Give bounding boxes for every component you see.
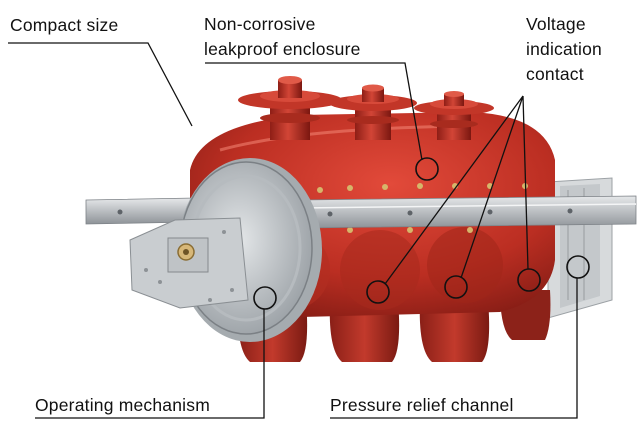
label-enclosure-line-2: leakproof enclosure (204, 39, 361, 59)
callout-voltage-2 (444, 275, 468, 299)
label-voltage-line-2: indication (526, 39, 602, 59)
label-voltage: Voltage indication contact (526, 12, 602, 87)
label-pressure: Pressure relief channel (330, 395, 514, 415)
leader-pressure (330, 278, 578, 419)
label-voltage-line-1: Voltage (526, 14, 586, 34)
label-compact-size: Compact size (10, 15, 119, 35)
bushing-3 (414, 91, 494, 140)
callout-enclosure (415, 157, 439, 181)
label-enclosure-line-1: Non-corrosive (204, 14, 316, 34)
leader-voltage-1 (384, 95, 524, 285)
leader-enclosure (205, 62, 423, 161)
callout-voltage-3 (517, 268, 541, 292)
leader-voltage-3 (522, 95, 529, 270)
leader-compact-size (8, 42, 193, 127)
leader-operating (35, 309, 265, 419)
operating-mechanism (129, 158, 322, 342)
label-voltage-line-3: contact (526, 64, 584, 84)
bushing-2 (329, 84, 417, 140)
label-enclosure: Non-corrosive leakproof enclosure (204, 12, 361, 62)
callout-pressure (566, 255, 590, 279)
label-operating: Operating mechanism (35, 395, 210, 415)
bushings (238, 76, 494, 140)
callout-operating (253, 286, 277, 310)
callout-voltage-1 (366, 280, 390, 304)
leader-voltage-2 (460, 95, 524, 279)
bushing-1 (238, 76, 342, 140)
